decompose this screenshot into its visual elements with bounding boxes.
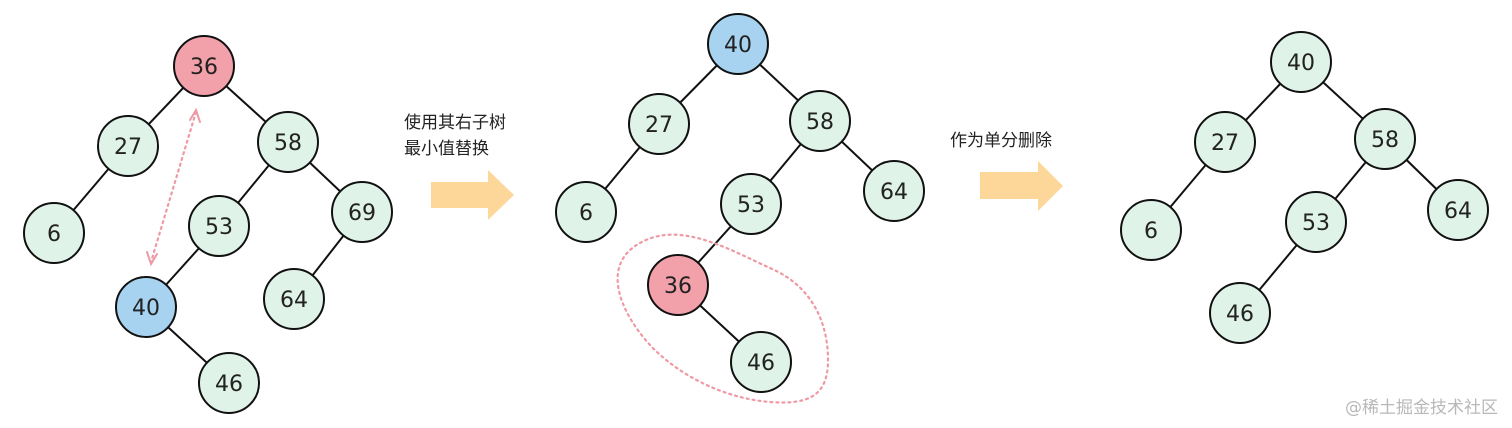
swap-indicator bbox=[146, 107, 201, 267]
step1-caption-line2: 最小值替换 bbox=[404, 139, 489, 159]
tree-node-circle bbox=[1194, 111, 1256, 173]
tree-node-label: 64 bbox=[880, 180, 908, 205]
tree-node-circle bbox=[263, 268, 325, 330]
tree-node: 64 bbox=[1427, 179, 1489, 241]
arrow-step2-icon bbox=[980, 161, 1063, 211]
tree-node-label: 58 bbox=[1371, 128, 1399, 153]
tree-node: 53 bbox=[720, 173, 782, 235]
tree-node-circle bbox=[331, 181, 393, 243]
tree-node-circle bbox=[1120, 199, 1182, 261]
tree-node-circle bbox=[1427, 179, 1489, 241]
subtree-highlight-outline bbox=[616, 233, 830, 404]
tree-node-label: 46 bbox=[1226, 302, 1254, 327]
swap-dotted-line bbox=[149, 110, 198, 264]
tree-node-label: 36 bbox=[664, 274, 692, 299]
tree-node-label: 53 bbox=[1302, 211, 1330, 236]
tree-node-label: 6 bbox=[579, 201, 593, 226]
step2-caption: 作为单分删除 bbox=[950, 128, 1052, 154]
tree-node-label: 69 bbox=[348, 201, 376, 226]
tree-node-circle bbox=[1209, 282, 1271, 344]
tree-node-circle bbox=[115, 276, 177, 338]
tree-node: 6 bbox=[23, 202, 85, 264]
tree-node-label: 46 bbox=[747, 351, 775, 376]
tree-node-label: 46 bbox=[215, 372, 243, 397]
tree-node: 53 bbox=[188, 195, 250, 257]
tree-nodes: 36 27 58 6 53 69 40 64 46 40 27 58 6 53 64 36 46 40 27 58 6 5… bbox=[23, 13, 1489, 414]
step1-caption-line1: 使用其右子树 bbox=[404, 113, 506, 133]
tree-node-circle bbox=[1285, 191, 1347, 253]
tree-node: 46 bbox=[1209, 282, 1271, 344]
tree-node-label: 58 bbox=[274, 131, 302, 156]
tree-node-label: 53 bbox=[205, 215, 233, 240]
tree-node: 40 bbox=[1270, 31, 1332, 93]
tree-node-label: 27 bbox=[1211, 131, 1239, 156]
tree-node: 36 bbox=[173, 35, 235, 97]
tree-node-label: 27 bbox=[645, 113, 673, 138]
tree-node: 36 bbox=[647, 254, 709, 316]
tree-node-label: 6 bbox=[47, 222, 61, 247]
tree-node: 46 bbox=[198, 352, 260, 414]
tree-node-circle bbox=[257, 111, 319, 173]
tree-node: 46 bbox=[730, 331, 792, 393]
tree-node: 58 bbox=[1354, 108, 1416, 170]
tree-node-circle bbox=[720, 173, 782, 235]
tree-node-circle bbox=[730, 331, 792, 393]
tree-node-label: 64 bbox=[280, 288, 308, 313]
tree-node-circle bbox=[707, 13, 769, 75]
tree-node-circle bbox=[555, 181, 617, 243]
step1-caption: 使用其右子树 最小值替换 bbox=[404, 110, 506, 162]
tree-node-label: 40 bbox=[724, 33, 752, 58]
tree-node-circle bbox=[1354, 108, 1416, 170]
tree-node-label: 6 bbox=[1144, 219, 1158, 244]
step2-caption-text: 作为单分删除 bbox=[950, 131, 1052, 151]
tree-node: 27 bbox=[1194, 111, 1256, 173]
watermark: @稀土掘金技术社区 bbox=[1345, 398, 1498, 418]
tree-node: 69 bbox=[331, 181, 393, 243]
swap-arrowhead-top bbox=[189, 107, 201, 123]
tree-node-circle bbox=[188, 195, 250, 257]
tree-node: 58 bbox=[257, 111, 319, 173]
tree-node-circle bbox=[173, 35, 235, 97]
tree-node-circle bbox=[23, 202, 85, 264]
tree-node-label: 27 bbox=[114, 135, 142, 160]
tree-node: 6 bbox=[555, 181, 617, 243]
tree-node-label: 64 bbox=[1444, 199, 1472, 224]
tree-node-label: 58 bbox=[806, 110, 834, 135]
tree-node-label: 40 bbox=[132, 296, 160, 321]
tree-node: 64 bbox=[863, 160, 925, 222]
tree-node-circle bbox=[97, 115, 159, 177]
tree-node: 64 bbox=[263, 268, 325, 330]
tree-node-circle bbox=[647, 254, 709, 316]
tree-node: 40 bbox=[707, 13, 769, 75]
tree-node-circle bbox=[1270, 31, 1332, 93]
tree-node-circle bbox=[628, 93, 690, 155]
swap-arrowhead-bottom bbox=[146, 251, 158, 267]
tree-node-circle bbox=[198, 352, 260, 414]
tree-node-circle bbox=[863, 160, 925, 222]
tree-node-label: 53 bbox=[737, 193, 765, 218]
tree-node: 58 bbox=[789, 90, 851, 152]
tree-node: 6 bbox=[1120, 199, 1182, 261]
tree-node: 27 bbox=[97, 115, 159, 177]
arrow-step1-icon bbox=[431, 170, 514, 220]
tree-node: 27 bbox=[628, 93, 690, 155]
tree-node: 53 bbox=[1285, 191, 1347, 253]
tree-node-circle bbox=[789, 90, 851, 152]
tree-node-label: 36 bbox=[190, 55, 218, 80]
tree-node: 40 bbox=[115, 276, 177, 338]
tree-node-label: 40 bbox=[1287, 51, 1315, 76]
